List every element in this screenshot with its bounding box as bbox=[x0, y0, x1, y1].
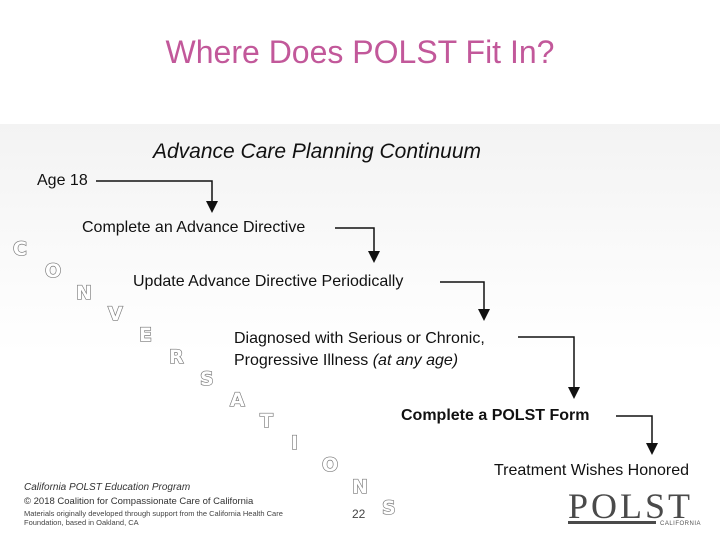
conversations-letter: O bbox=[44, 259, 62, 282]
footer-materials: Materials originally developed through s… bbox=[24, 509, 283, 527]
continuum-subtitle: Advance Care Planning Continuum bbox=[153, 140, 482, 163]
step-diagnosed-line1: Diagnosed with Serious or Chronic, bbox=[234, 330, 485, 347]
arrow-polst-to-treatment bbox=[616, 415, 658, 455]
footer-copyright: © 2018 Coalition for Compassionate Care … bbox=[24, 496, 254, 507]
conversations-letter: C bbox=[12, 237, 27, 260]
conversations-letter: A bbox=[229, 388, 245, 411]
step-complete-polst-form: Complete a POLST Form bbox=[401, 407, 590, 424]
diagnosed-italic-text: (at any age) bbox=[372, 352, 459, 369]
polst-logo: POLST CALIFORNIA bbox=[568, 486, 701, 527]
conversations-letter: N bbox=[351, 475, 368, 498]
arrow-diagnosed-to-polst bbox=[518, 336, 580, 399]
arrow-ad-to-update bbox=[335, 227, 380, 263]
arrow-age-to-ad bbox=[96, 180, 218, 213]
conversations-letter: R bbox=[168, 345, 184, 368]
footer-program: California POLST Education Program bbox=[24, 482, 191, 493]
step-treatment-wishes-honored: Treatment Wishes Honored bbox=[494, 462, 690, 479]
step-age-18: Age 18 bbox=[37, 172, 88, 189]
conversations-letter: T bbox=[259, 409, 273, 432]
step-diagnosed-line2: Progressive Illness (at any age) bbox=[234, 352, 458, 370]
conversations-letter: S bbox=[381, 496, 396, 519]
conversations-letter: N bbox=[75, 281, 92, 304]
step-complete-advance-directive: Complete an Advance Directive bbox=[82, 219, 306, 236]
conversations-letter: O bbox=[321, 453, 339, 476]
polst-logo-region: CALIFORNIA bbox=[660, 521, 702, 527]
conversations-letter: S bbox=[199, 367, 214, 390]
conversations-letter: E bbox=[138, 323, 152, 346]
conversations-letter: I bbox=[290, 431, 299, 454]
page-number: 22 bbox=[352, 507, 366, 521]
slide-title: Where Does POLST Fit In? bbox=[165, 34, 555, 70]
background-gradient bbox=[0, 124, 720, 540]
polst-logo-bar bbox=[568, 521, 656, 524]
diagnosed-plain-text: Progressive Illness bbox=[234, 352, 373, 369]
conversations-letter: V bbox=[107, 302, 123, 325]
step-update-advance-directive: Update Advance Directive Periodically bbox=[133, 273, 404, 290]
polst-logo-text: POLST bbox=[568, 486, 694, 526]
arrow-update-to-diagnosed bbox=[440, 281, 490, 321]
